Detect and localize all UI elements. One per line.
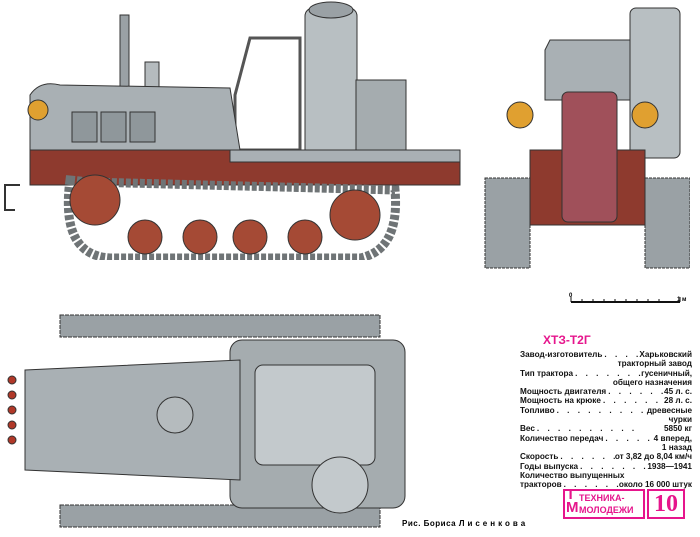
tractor-front-view: [484, 7, 690, 269]
spec-value-continued: 1 назад: [661, 442, 692, 452]
spec-label: Мощность двигателя: [520, 387, 607, 397]
spec-label: Количество передач: [520, 433, 604, 443]
spec-label: Годы выпуска: [520, 461, 579, 471]
logo-line-1: ТЕХНИКА-: [579, 493, 625, 503]
spec-row: Вес. . . . . . . . . . 5850 кг: [520, 424, 692, 433]
spec-value: гусеничный,: [641, 368, 692, 378]
spec-value-continued: чурки: [668, 415, 692, 425]
spec-row: Количество выпущенных: [520, 471, 692, 480]
spec-value: 1938—1941: [647, 461, 692, 471]
spec-value-continued: общего назначения: [612, 377, 692, 387]
spec-row: тракторов. . . . . . . . . .около 16 000…: [520, 480, 692, 489]
spec-label: Завод-изготовитель: [520, 350, 603, 359]
spec-value-continued: тракторный завод: [617, 359, 692, 369]
scale-end-label: 1 м: [677, 297, 687, 303]
spec-value: 5850 кг: [664, 424, 692, 434]
leader-dots: . . . . . . . . . .: [560, 452, 614, 462]
spec-label: Тип трактора: [520, 368, 574, 378]
spec-row: Мощность двигателя. . . . . . . . . .45 …: [520, 387, 692, 396]
credit-name: Лисенкова: [458, 519, 529, 528]
leader-dots: . . . . . . . . . .: [604, 350, 639, 359]
spec-row: Годы выпуска. . . . . . . . . .1938—1941: [520, 462, 692, 471]
spec-label: Количество выпущенных: [520, 470, 625, 480]
scale-start-label: 0: [569, 293, 573, 299]
model-title: ХТЗ-Т2Г: [543, 333, 591, 347]
spec-row: Завод-изготовитель. . . . . . . . . .Хар…: [520, 350, 692, 359]
issue-number: 10: [647, 489, 685, 519]
spec-row: Топливо. . . . . . . . . .древесные: [520, 406, 692, 415]
illustration-credit: Рис. Бориса Лисенкова: [402, 519, 528, 528]
spec-value: 28 л. с.: [664, 396, 692, 406]
scale-bar: [570, 297, 681, 303]
spec-value: Харьковский: [639, 350, 692, 359]
leader-dots: . . . . . . . . . .: [605, 433, 653, 443]
logo-letter-2: М: [566, 499, 579, 516]
leader-dots: . . . . . . . . . .: [536, 424, 638, 434]
spec-label: Топливо: [520, 405, 555, 415]
spec-value: 45 л. с.: [664, 387, 692, 397]
leader-dots: . . . . . . . . . .: [602, 396, 664, 406]
leader-dots: . . . . . . . . . .: [608, 387, 664, 397]
logo-letter-1: Т: [566, 486, 576, 503]
credit-prefix: Рис. Бориса: [402, 519, 457, 528]
spec-value: около 16 000 штук: [618, 480, 692, 490]
spec-row: Тип трактора. . . . . . . . . .гусеничны…: [520, 369, 692, 378]
tractor-top-view: [7, 314, 406, 528]
magazine-logo: Т М ТЕХНИКА- МОЛОДЕЖИ: [563, 486, 645, 519]
spec-table: Завод-изготовитель. . . . . . . . . .Хар…: [520, 350, 692, 489]
spec-value: древесные: [646, 405, 692, 415]
spec-label: Мощность на крюке: [520, 396, 601, 406]
spec-row: Мощность на крюке. . . . . . . . . .28 л…: [520, 396, 692, 405]
spec-label: Скорость: [520, 452, 559, 462]
leader-dots: . . . . . . . . . .: [556, 405, 647, 415]
spec-row: Скорость. . . . . . . . . .от 3,82 до 8,…: [520, 452, 692, 461]
spec-row: Количество передач. . . . . . . . . .4 в…: [520, 434, 692, 443]
logo-line-2: МОЛОДЕЖИ: [579, 505, 634, 515]
spec-value: от 3,82 до 8,04 км/ч: [614, 452, 692, 462]
leader-dots: . . . . . . . . . .: [575, 368, 641, 378]
leader-dots: . . . . . . . . . .: [563, 480, 619, 490]
tractor-side-view: [4, 1, 461, 260]
spec-label: тракторов: [520, 480, 562, 490]
leader-dots: . . . . . . . . . .: [580, 461, 647, 471]
spec-label: Вес: [520, 424, 535, 434]
spec-value: 4 вперед,: [653, 433, 692, 443]
